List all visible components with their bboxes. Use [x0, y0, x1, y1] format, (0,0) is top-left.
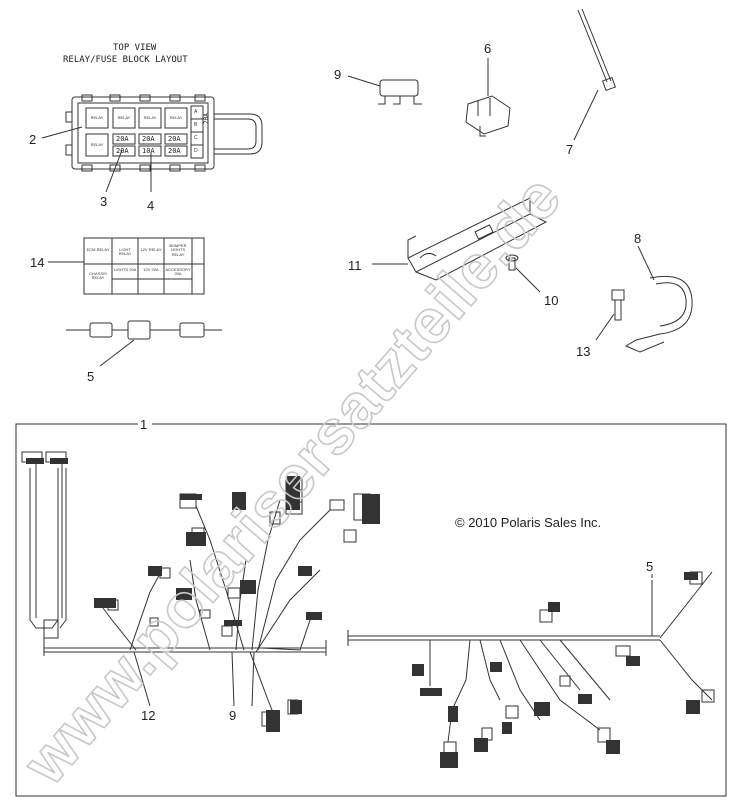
- relay-label: RELAY: [143, 115, 157, 120]
- fuse-rating: 20A: [142, 135, 155, 143]
- side-label: A: [194, 109, 198, 115]
- connector-drawing: [465, 58, 511, 137]
- screw-drawing: [505, 254, 541, 293]
- fuse-rating: 10A: [142, 147, 155, 155]
- callout-11: 11: [348, 258, 362, 273]
- main-harness-frame: [15, 423, 727, 797]
- callout-9-top: 9: [334, 67, 342, 82]
- fuse-label-cell: BUMPER LIGHTS RELAY: [169, 243, 187, 257]
- callout-5-bottom: 5: [646, 559, 654, 574]
- fuse-rating: 20A: [168, 147, 181, 155]
- right-harness-drawing: [347, 571, 715, 755]
- side-label: B: [194, 122, 198, 128]
- callout-7: 7: [566, 142, 574, 157]
- relay-label: RELAY: [117, 115, 131, 120]
- wire-tag-blocks: [26, 458, 700, 768]
- relay-label: RELAY: [90, 115, 104, 120]
- callout-6: 6: [484, 41, 492, 56]
- relay-drawing: [347, 75, 422, 105]
- callout-5-top: 5: [87, 369, 95, 384]
- fuse-block-drawing: [41, 94, 263, 193]
- clamp-drawing: [595, 245, 693, 353]
- fuse-rating: 20A: [116, 147, 129, 155]
- copyright-text: © 2010 Polaris Sales Inc.: [455, 515, 602, 530]
- fuse-label-drawing: [48, 237, 205, 295]
- side-label: C: [194, 135, 198, 141]
- callout-12: 12: [141, 708, 156, 723]
- jumper-harness-drawing: [66, 320, 222, 367]
- side-tag: 20A: [203, 113, 210, 124]
- relay-label: RELAY: [90, 142, 104, 147]
- callout-10: 10: [544, 293, 559, 308]
- callout-8: 8: [634, 231, 642, 246]
- fuse-rating: 20A: [168, 135, 181, 143]
- fuse-label-cell: ACCESSORY 20A: [165, 267, 191, 277]
- relay-label: RELAY: [169, 115, 183, 120]
- callout-2: 2: [29, 132, 37, 147]
- callout-14: 14: [30, 255, 45, 270]
- fuse-rating: 20A: [116, 135, 129, 143]
- callout-13: 13: [576, 344, 591, 359]
- callout-3: 3: [100, 194, 108, 209]
- fuse-block-subtitle: RELAY/FUSE BLOCK LAYOUT: [63, 55, 188, 65]
- fuse-label-cell: LIGHTS 20A: [113, 267, 137, 272]
- callout-1: 1: [140, 417, 148, 432]
- fuse-label-cell: LIGHT RELAY: [118, 247, 132, 257]
- fuse-label-cell: 12V 20A: [143, 267, 159, 272]
- side-label: D: [194, 148, 198, 154]
- fuse-label-cell: 12V RELAY: [140, 247, 162, 252]
- callout-9-bottom: 9: [229, 708, 237, 723]
- bracket-drawing: [372, 197, 548, 281]
- fuse-label-cell: ECM RELAY: [86, 247, 110, 252]
- callout-4: 4: [147, 198, 155, 213]
- cable-tie-drawing: [573, 8, 617, 141]
- left-harness-drawing: [21, 451, 371, 727]
- fuse-block-title: TOP VIEW: [113, 43, 157, 53]
- fuse-label-cell: CHASSIS RELAY: [89, 271, 107, 281]
